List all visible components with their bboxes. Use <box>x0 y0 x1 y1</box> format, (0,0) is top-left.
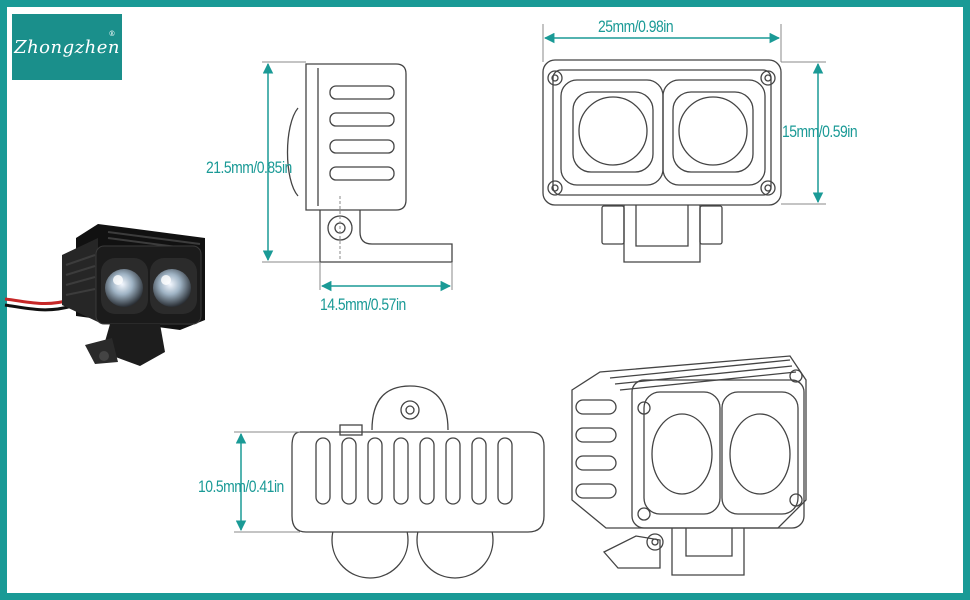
brand-logo: Zhongzhen ® <box>12 14 122 80</box>
dim-label-top-height: 10.5mm/0.41in <box>198 477 284 496</box>
dim-label-side-depth: 14.5mm/0.57in <box>320 295 406 314</box>
dim-label-front-height: 15mm/0.59in <box>782 122 858 141</box>
side-view <box>262 61 453 290</box>
top-view <box>234 385 545 579</box>
product-photo <box>4 224 205 366</box>
dim-label-side-height: 21.5mm/0.85in <box>206 158 292 177</box>
front-view <box>542 24 826 263</box>
registered-mark: ® <box>108 30 116 38</box>
dim-label-front-width: 25mm/0.98in <box>598 17 674 36</box>
brand-name: Zhongzhen <box>14 36 120 58</box>
perspective-view <box>571 355 807 576</box>
